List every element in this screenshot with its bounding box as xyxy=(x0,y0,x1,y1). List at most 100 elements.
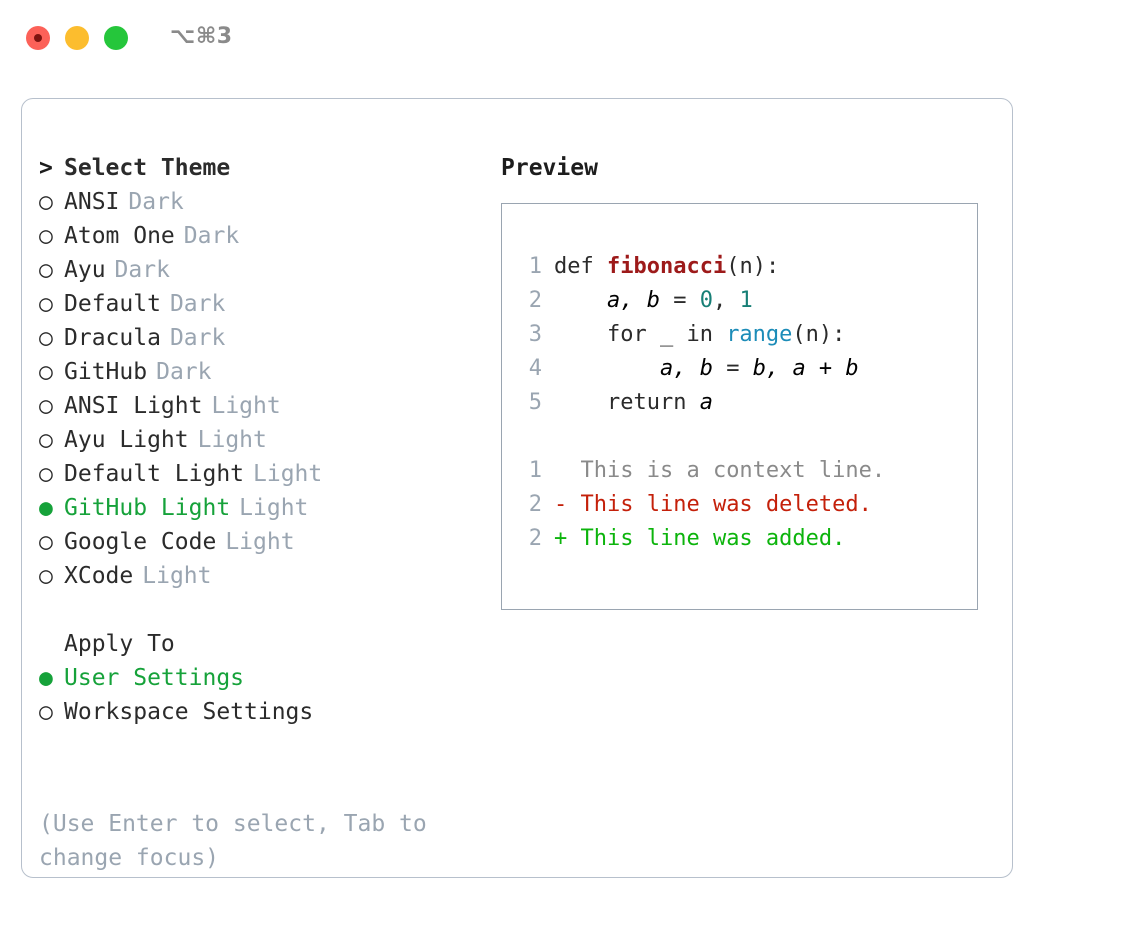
code-line-text: a, b = b, a + b xyxy=(554,352,859,386)
code-token: range xyxy=(726,322,793,347)
code-line: 1 def fibonacci(n): xyxy=(516,250,966,284)
code-token: a xyxy=(699,390,713,415)
radio-unselected-icon: ○ xyxy=(39,529,53,555)
theme-list-item[interactable]: ○ Ayu Light Light xyxy=(39,423,479,457)
radio-unselected-icon: ○ xyxy=(39,359,53,385)
minimize-button-icon[interactable] xyxy=(65,26,89,50)
theme-list-item-variant: Light xyxy=(211,393,281,419)
theme-list-item[interactable]: ○ ANSI Light Light xyxy=(39,389,479,423)
code-line: 5 return a xyxy=(516,386,966,420)
theme-list-item[interactable]: ○ XCode Light xyxy=(39,559,479,593)
radio-selected-icon: ● xyxy=(39,495,53,521)
line-number: 1 xyxy=(528,458,542,483)
radio-unselected-icon: ○ xyxy=(39,563,53,589)
code-token: fibonacci xyxy=(606,254,727,279)
code-token: 0 xyxy=(699,288,713,313)
radio-unselected-icon: ○ xyxy=(39,393,53,419)
preview-column: Preview xyxy=(501,151,1001,185)
diff-line-text: This is a context line. xyxy=(567,458,886,483)
theme-list-item-variant: Light xyxy=(197,427,267,453)
theme-list-item-variant: Dark xyxy=(169,325,226,351)
window-controls xyxy=(26,26,128,50)
code-token: for _ in xyxy=(554,322,727,347)
radio-unselected-icon: ○ xyxy=(39,461,53,487)
prompt-caret-icon: > xyxy=(39,155,53,181)
diff-block: 1 This is a context line.2- This line wa… xyxy=(516,454,966,556)
code-token xyxy=(554,356,660,381)
theme-list-item[interactable]: ○ Google Code Light xyxy=(39,525,479,559)
apply-to-item[interactable]: ●User Settings xyxy=(39,661,479,695)
select-theme-heading-label: Select Theme xyxy=(64,155,231,181)
diff-line-text: This line was deleted. xyxy=(567,492,872,517)
code-token: return xyxy=(554,390,700,415)
apply-to-item-label: Workspace Settings xyxy=(64,699,314,725)
code-token: a, b xyxy=(659,356,713,381)
code-line-text: a, b = 0, 1 xyxy=(554,284,753,318)
diff-line: 2- This line was deleted. xyxy=(516,488,966,522)
theme-list-item-label: GitHub xyxy=(64,359,148,385)
theme-list-item-variant: Light xyxy=(225,529,295,555)
zoom-button-icon[interactable] xyxy=(104,26,128,50)
theme-list-item-label: ANSI xyxy=(64,189,120,215)
code-token: a, b xyxy=(606,288,660,313)
diff-sign: + xyxy=(554,526,568,551)
theme-list-item-label: Ayu Light xyxy=(64,427,189,453)
radio-selected-icon: ● xyxy=(39,665,53,691)
radio-unselected-icon: ○ xyxy=(39,325,53,351)
theme-list-item-variant: Dark xyxy=(128,189,184,215)
apply-to-heading-label: Apply To xyxy=(64,631,175,657)
theme-list-item-label: Google Code xyxy=(64,529,217,555)
diff-line-text: This line was added. xyxy=(567,526,846,551)
apply-to-heading: ○ Apply To xyxy=(39,627,479,661)
preview-title: Preview xyxy=(501,155,598,181)
apply-to-item[interactable]: ○Workspace Settings xyxy=(39,695,479,729)
theme-list-item[interactable]: ○ GitHub Dark xyxy=(39,355,479,389)
theme-list-item-label: Default xyxy=(64,291,161,317)
line-number: 1 xyxy=(528,254,542,279)
code-line: 4 a, b = b, a + b xyxy=(516,352,966,386)
theme-list-item-label: ANSI Light xyxy=(64,393,203,419)
line-number: 5 xyxy=(528,390,542,415)
theme-list-item-variant: Dark xyxy=(169,291,226,317)
theme-list-item-variant: Light xyxy=(253,461,323,487)
theme-list-item-variant: Dark xyxy=(114,257,170,283)
code-token: = xyxy=(659,288,700,313)
diff-line: 1 This is a context line. xyxy=(516,454,966,488)
diff-sign xyxy=(554,454,567,488)
code-token: b, a + b xyxy=(752,356,859,381)
theme-list-item-label: Ayu xyxy=(64,257,106,283)
line-number: 2 xyxy=(528,288,542,313)
theme-list-item-variant: Dark xyxy=(156,359,212,385)
code-token: (n): xyxy=(792,322,846,347)
code-token: def xyxy=(554,254,607,279)
code-line: 3 for _ in range(n): xyxy=(516,318,966,352)
theme-list-item-label: XCode xyxy=(64,563,134,589)
theme-list-item-variant: Light xyxy=(142,563,212,589)
code-line: 2 a, b = 0, 1 xyxy=(516,284,966,318)
diff-sign: - xyxy=(554,492,568,517)
line-number: 4 xyxy=(528,356,542,381)
spacer xyxy=(39,593,479,627)
select-theme-heading: > Select Theme xyxy=(39,151,479,185)
theme-list-item-label: Dracula xyxy=(64,325,161,351)
radio-unselected-icon: ○ xyxy=(39,223,53,249)
code-token: 1 xyxy=(739,288,753,313)
theme-list-item-variant: Light xyxy=(239,495,309,521)
code-token: (n): xyxy=(726,254,780,279)
close-button-icon[interactable] xyxy=(26,26,50,50)
code-blank-line xyxy=(516,420,966,454)
radio-unselected-icon: ○ xyxy=(39,427,53,453)
theme-list-item[interactable]: ○ Dracula Dark xyxy=(39,321,479,355)
